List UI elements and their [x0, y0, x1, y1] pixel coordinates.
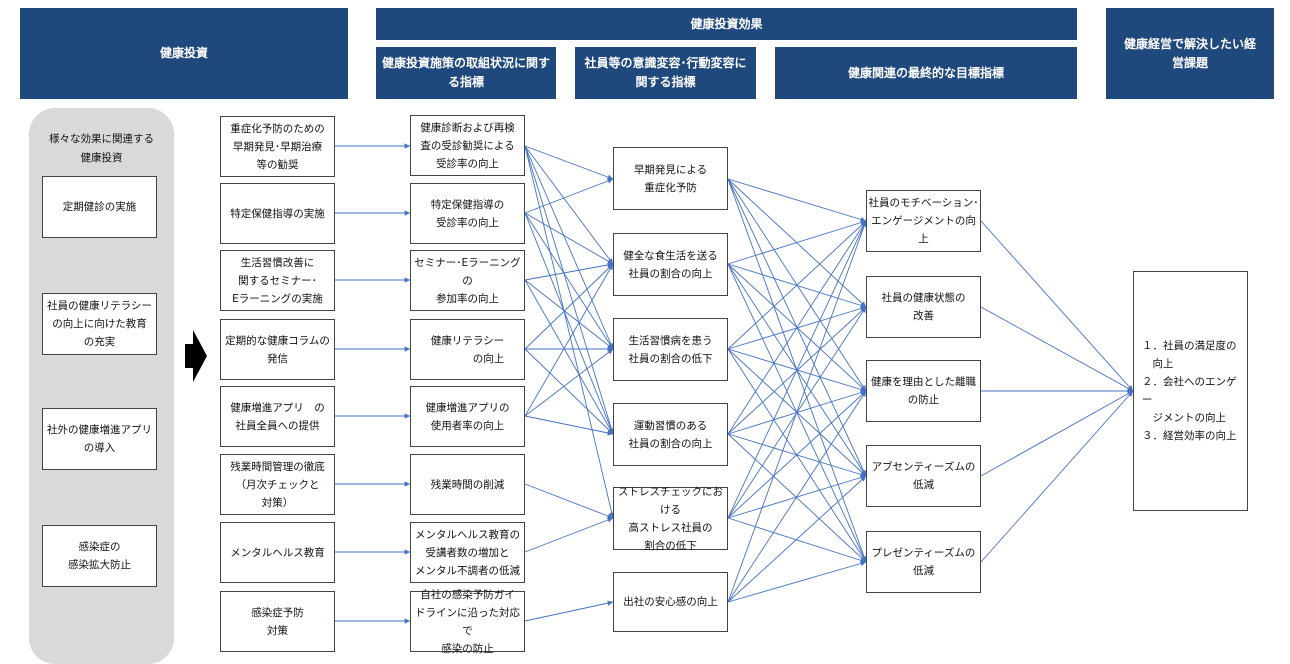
- header-final: 健康関連の最終的な目標指標: [775, 47, 1077, 99]
- measure-box: メンタルヘルス教育: [220, 522, 335, 583]
- behavior-indicator-box: ストレスチェックにおける 高ストレス社員の 割合の低下: [613, 486, 728, 552]
- connector-line: [524, 279, 614, 350]
- connector-line: [727, 220, 867, 603]
- initiative-indicator-box: 自社の感染予防ガイ ドラインに沿った対応で 感染の防止: [410, 589, 525, 655]
- connector-line: [727, 390, 867, 603]
- header-effects: 健康投資効果: [376, 8, 1077, 40]
- connector-line: [524, 348, 614, 417]
- initiative-indicator-box: 健康診断および再検 査の受診勧奨による 受診率の向上: [410, 115, 525, 176]
- connector-line: [524, 262, 614, 281]
- panel-item: 社外の健康増進アプリ の導入: [42, 408, 157, 470]
- measure-box: 重症化予防のための 早期発見･早期治療 等の勧奨: [220, 116, 335, 177]
- initiative-indicator-box: 健康リテラシー の向上: [410, 319, 525, 380]
- connector-line: [524, 212, 614, 350]
- connector-line: [524, 145, 614, 180]
- panel-item: 社員の健康リテラシー の向上に向けた教育 の充実: [42, 293, 157, 355]
- right-arrow-icon: [185, 330, 207, 382]
- measure-box: 残業時間管理の徹底 （月次チェックと 対策）: [220, 454, 335, 515]
- connector-line: [524, 483, 614, 519]
- initiative-indicator-box: 特定保健指導の 受診率の向上: [410, 183, 525, 244]
- connector-line: [727, 178, 867, 308]
- measure-box: 生活習慣改善に 関するセミナー･ Eラーニングの実施: [220, 250, 335, 311]
- measure-box: 感染症予防 対策: [220, 591, 335, 652]
- panel-item: 感染症の 感染拡大防止: [42, 525, 157, 587]
- connector-line: [524, 263, 614, 417]
- behavior-indicator-box: 生活習慣病を患う 社員の割合の低下: [613, 318, 728, 381]
- initiative-indicator-box: セミナー･Eラーニングの 参加率の向上: [410, 250, 525, 311]
- connector-line: [524, 145, 614, 265]
- initiative-indicator-box: 健康増進アプリの 使用者率の向上: [410, 386, 525, 447]
- behavior-indicator-box: 出社の安心感の向上: [613, 572, 728, 632]
- connector-line: [524, 517, 614, 553]
- connector-line: [524, 212, 614, 265]
- panel-item: 定期健診の実施: [42, 176, 157, 238]
- connector-line: [727, 178, 867, 223]
- connector-line: [727, 348, 867, 563]
- measure-box: 健康増進アプリ の 社員全員への提供: [220, 386, 335, 447]
- behavior-indicator-box: 早期発見による 重症化予防: [613, 147, 728, 210]
- final-indicator-box: 社員の健康状態の 改善: [866, 276, 981, 338]
- measure-box: 定期的な健康コラムの 発信: [220, 319, 335, 380]
- final-indicator-box: 健康を理由とした離職 の防止: [866, 360, 981, 422]
- connector-line: [727, 220, 867, 350]
- connector-line: [524, 145, 615, 519]
- connector-line: [727, 560, 867, 603]
- initiative-indicator-box: メンタルヘルス教育の 受講者数の増加と メンタル不調者の低減: [410, 522, 525, 583]
- header-investment: 健康投資: [20, 8, 348, 99]
- header-initiatives: 健康投資施策の取組状況に関する指標: [376, 47, 556, 99]
- header-issues: 健康経営で解決したい経営課題: [1106, 8, 1274, 99]
- connector-line: [524, 145, 615, 435]
- measure-box: 特定保健指導の実施: [220, 183, 335, 244]
- business-issues-box: １．社員の満足度の 向上 ２．会社へのエンゲー ジメントの向上 ３．経営効率の向…: [1133, 271, 1248, 511]
- final-indicator-box: アブセンティーズムの 低減: [866, 445, 981, 507]
- connector-line: [524, 600, 614, 622]
- connector-line: [524, 263, 614, 350]
- final-indicator-box: 社員のモチベーション･ エンゲージメントの向上: [866, 190, 981, 252]
- connector-line: [980, 306, 1134, 392]
- initiative-indicator-box: 残業時間の削減: [410, 454, 525, 515]
- connector-line: [980, 390, 1134, 563]
- connector-line: [727, 433, 867, 563]
- panel-title: 様々な効果に関連する 健康投資: [49, 133, 154, 164]
- header-behavior: 社員等の意識変容･行動変容に関する指標: [575, 47, 756, 99]
- connector-line: [727, 220, 867, 435]
- connector-line: [727, 220, 867, 265]
- behavior-indicator-box: 健全な食生活を送る 社員の割合の向上: [613, 233, 728, 296]
- connector-line: [727, 220, 867, 519]
- connector-line: [524, 212, 614, 435]
- connector-line: [524, 415, 614, 436]
- connector-line: [524, 279, 614, 435]
- connector-line: [524, 145, 614, 350]
- connector-line: [727, 517, 867, 563]
- connector-line: [524, 348, 614, 435]
- connector-line: [980, 390, 1134, 477]
- connector-line: [980, 220, 1134, 392]
- connector-line: [727, 475, 867, 603]
- connector-line: [524, 178, 614, 214]
- connector-line: [727, 390, 867, 519]
- behavior-indicator-box: 運動習慣のある 社員の割合の向上: [613, 403, 728, 466]
- final-indicator-box: プレゼンティーズムの 低減: [866, 531, 981, 593]
